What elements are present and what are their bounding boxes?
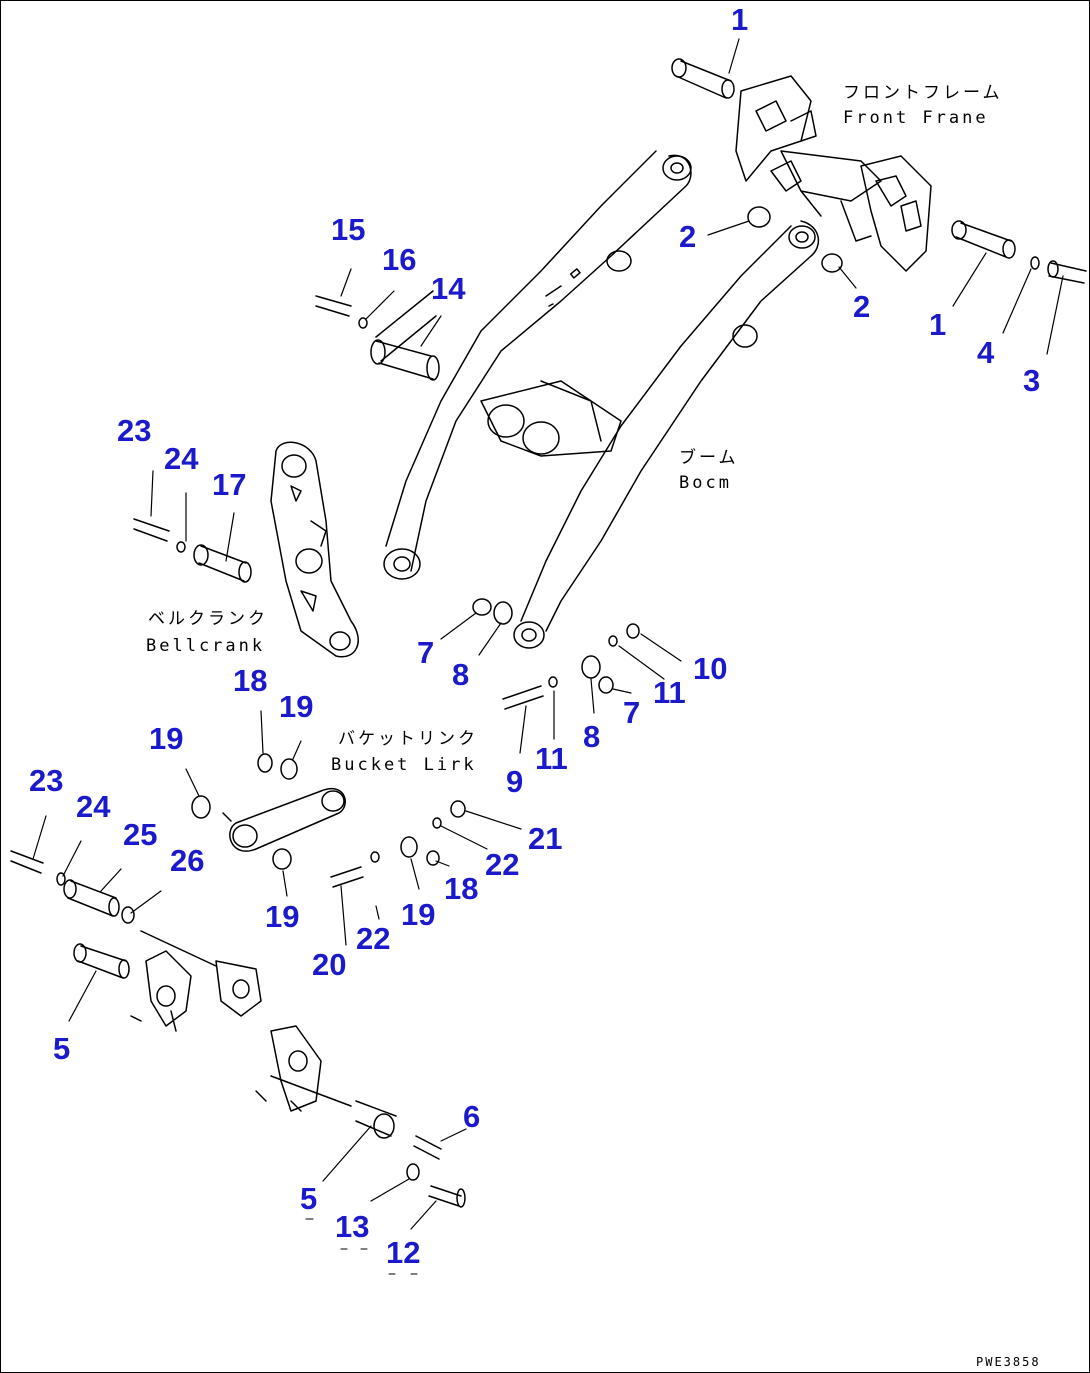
callout-11: 11 xyxy=(535,741,568,776)
callout-26: 26 xyxy=(170,843,205,878)
callout-12: 12 xyxy=(386,1235,421,1270)
callout-8: 8 xyxy=(452,657,470,692)
callout-4: 4 xyxy=(977,335,995,370)
boom-label-en: Bocm xyxy=(679,473,732,493)
callout-2: 2 xyxy=(679,219,697,254)
callout-7: 7 xyxy=(417,635,435,670)
pin-parts xyxy=(63,58,1016,1139)
callout-3: 3 xyxy=(1023,363,1041,398)
callout-8: 8 xyxy=(583,719,601,754)
callout-22: 22 xyxy=(485,847,520,882)
callout-16: 16 xyxy=(382,242,417,277)
boom-part xyxy=(383,150,820,649)
callout-11: 11 xyxy=(653,675,686,710)
callout-9: 9 xyxy=(506,764,524,799)
drawing-code: PWE3858 xyxy=(976,1355,1041,1369)
bucket-bracket-parts xyxy=(130,930,352,1112)
callout-1: 1 xyxy=(731,2,749,37)
callout-2: 2 xyxy=(853,289,871,324)
callout-23: 23 xyxy=(29,763,64,798)
callout-19: 19 xyxy=(265,899,300,934)
front-frame-label-en: Front Frane xyxy=(843,108,989,128)
callout-10: 10 xyxy=(693,651,728,686)
callout-24: 24 xyxy=(164,441,199,476)
callout-13: 13 xyxy=(335,1209,370,1244)
callout-18: 18 xyxy=(233,663,268,698)
callout-15: 15 xyxy=(331,212,366,247)
callout-25: 25 xyxy=(123,817,158,852)
callout-18: 18 xyxy=(444,871,479,906)
bellcrank-part xyxy=(270,441,359,658)
callout-24: 24 xyxy=(76,789,111,824)
callout-20: 20 xyxy=(312,947,347,982)
label-underlines xyxy=(305,1218,418,1275)
callout-21: 21 xyxy=(528,821,563,856)
leader-lines xyxy=(32,38,1064,1230)
callout-7: 7 xyxy=(623,695,641,730)
callout-19: 19 xyxy=(149,721,184,756)
bucket-link-label-jp: バケットリンク xyxy=(338,729,478,749)
hardware-parts xyxy=(10,206,1087,1208)
callout-5: 5 xyxy=(53,1031,71,1066)
callout-22: 22 xyxy=(356,921,391,956)
bucket-link-part xyxy=(222,788,346,852)
bucket-link-label-en: Bucket Lirk xyxy=(331,755,477,775)
callout-19: 19 xyxy=(279,689,314,724)
callout-6: 6 xyxy=(463,1099,481,1134)
front-frame-label-jp: フロントフレーム xyxy=(843,83,1003,103)
callout-23: 23 xyxy=(117,413,152,448)
bellcrank-label-en: Bellcrank xyxy=(146,636,266,656)
boom-label-jp: ブーム xyxy=(679,448,739,468)
callout-17: 17 xyxy=(212,467,247,502)
callout-1: 1 xyxy=(929,307,947,342)
callout-5: 5 xyxy=(300,1181,318,1216)
bellcrank-label-jp: ベルクランク xyxy=(148,609,268,629)
front-frame-part xyxy=(735,75,932,272)
callout-14: 14 xyxy=(431,271,466,306)
callout-19: 19 xyxy=(401,897,436,932)
